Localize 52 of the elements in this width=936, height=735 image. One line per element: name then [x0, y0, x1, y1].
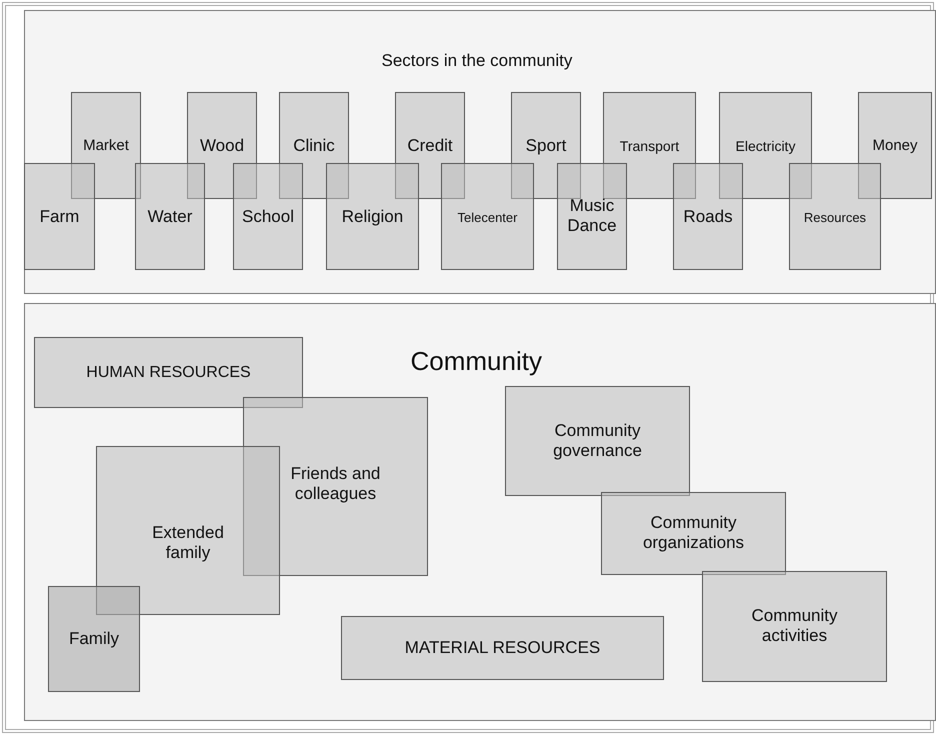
- label-box: [279, 92, 349, 199]
- panel-title: Community: [410, 346, 542, 376]
- label-box: [858, 92, 932, 199]
- box-label: Extended family: [151, 523, 225, 564]
- label-box: [34, 337, 303, 408]
- box-label: Religion: [340, 207, 404, 228]
- box-label: Friends and colleagues: [290, 464, 382, 505]
- box-label: Wood: [198, 136, 246, 156]
- label-box: [702, 571, 887, 682]
- box-label: Credit: [406, 136, 454, 156]
- label-box: [603, 92, 696, 199]
- box-label: Money: [871, 137, 919, 155]
- label-box: [233, 163, 303, 270]
- box-label: Community organizations: [642, 513, 746, 554]
- box-label: HUMAN RESOURCES: [85, 363, 252, 382]
- label-box: [341, 616, 664, 680]
- label-box: [187, 92, 257, 199]
- label-box: [135, 163, 205, 270]
- box-label: Roads: [682, 207, 734, 228]
- box-label: MATERIAL RESOURCES: [404, 638, 602, 658]
- box-label: Water: [146, 207, 194, 228]
- box-label: Transport: [618, 138, 680, 155]
- label-box: [505, 386, 690, 496]
- panel-background: [24, 10, 936, 294]
- label-box: [24, 163, 95, 270]
- label-box: [326, 163, 419, 270]
- label-box: [441, 163, 534, 270]
- box-label: Sport: [524, 136, 568, 156]
- label-box: [673, 163, 743, 270]
- box-label: School: [241, 207, 295, 228]
- box-label: Community governance: [552, 420, 643, 462]
- box-label: Telecenter: [456, 210, 518, 226]
- label-box: [395, 92, 465, 199]
- label-box: [789, 163, 881, 270]
- label-box: [511, 92, 581, 199]
- box-label: Clinic: [292, 136, 336, 156]
- label-box: [71, 92, 141, 199]
- box-label: Music Dance: [566, 196, 618, 237]
- label-box: [557, 163, 627, 270]
- box-label: Family: [68, 629, 120, 650]
- panel-background: [24, 303, 936, 721]
- label-box: [243, 397, 428, 576]
- label-box: [48, 586, 140, 692]
- box-label: Farm: [38, 207, 80, 228]
- label-box: [96, 446, 280, 615]
- box-label: Resources: [802, 210, 868, 226]
- box-label: Market: [82, 137, 130, 155]
- label-box: [719, 92, 812, 199]
- panel-title: Sectors in the community: [382, 51, 572, 71]
- box-label: Community activities: [750, 606, 838, 647]
- box-label: Electricity: [734, 138, 796, 155]
- label-box: [601, 492, 786, 575]
